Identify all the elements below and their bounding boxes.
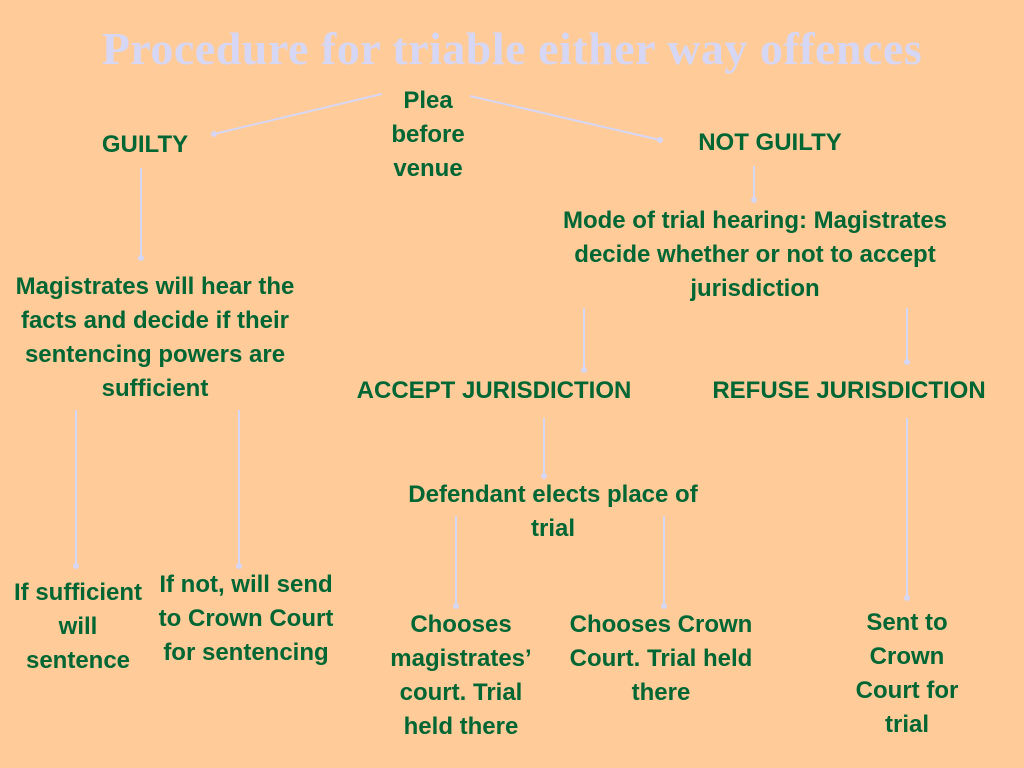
connector-elects-crown-head xyxy=(661,603,667,609)
node-plea-before-venue: Plea before venue xyxy=(391,87,465,182)
node-if-not-send-crown: If not, will send to Crown Court for sen… xyxy=(158,571,334,666)
connector-plea-guilty-head xyxy=(211,131,217,137)
node-guilty: GUILTY xyxy=(101,131,189,158)
node-not-guilty: NOT GUILTY xyxy=(698,129,842,156)
node-refuse-jurisdiction: REFUSE JURISDICTION xyxy=(712,377,986,404)
connector-plea-not-guilty xyxy=(469,95,661,141)
node-if-sufficient: If sufficient will sentence xyxy=(13,579,142,674)
node-chooses-magistrates: Chooses magistrates’ court. Trial held t… xyxy=(390,611,532,740)
connector-mode-refuse-head xyxy=(904,359,910,365)
diagram-title: Procedure for triable either way offence… xyxy=(101,23,923,74)
connector-plea-not-guilty-head xyxy=(657,137,663,143)
connector-elects-magistrates-head xyxy=(453,603,459,609)
connector-refuse-crown-head xyxy=(904,595,910,601)
connector-hear-not-head xyxy=(236,563,242,569)
connector-accept-elects-head xyxy=(541,473,547,479)
connector-guilty-magistrates-head xyxy=(138,255,144,261)
connector-not-guilty-mode-head xyxy=(751,197,757,203)
node-mode-of-trial: Mode of trial hearing: Magistrates decid… xyxy=(562,207,948,302)
connector-hear-sufficient-head xyxy=(73,563,79,569)
node-defendant-elects: Defendant elects place of trial xyxy=(408,481,698,542)
node-magistrates-hear-facts: Magistrates will hear the facts and deci… xyxy=(15,273,295,402)
connector-mode-accept-head xyxy=(581,367,587,373)
connector-plea-guilty xyxy=(213,93,383,135)
node-chooses-crown: Chooses Crown Court. Trial held there xyxy=(569,611,753,706)
node-sent-to-crown: Sent to Crown Court for trial xyxy=(855,609,959,738)
node-accept-jurisdiction: ACCEPT JURISDICTION xyxy=(356,377,632,404)
